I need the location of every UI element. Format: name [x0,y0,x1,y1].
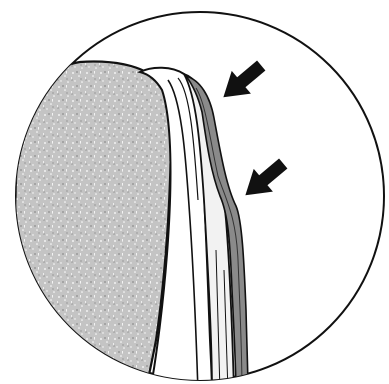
stippled-foam-cushion [10,62,171,384]
